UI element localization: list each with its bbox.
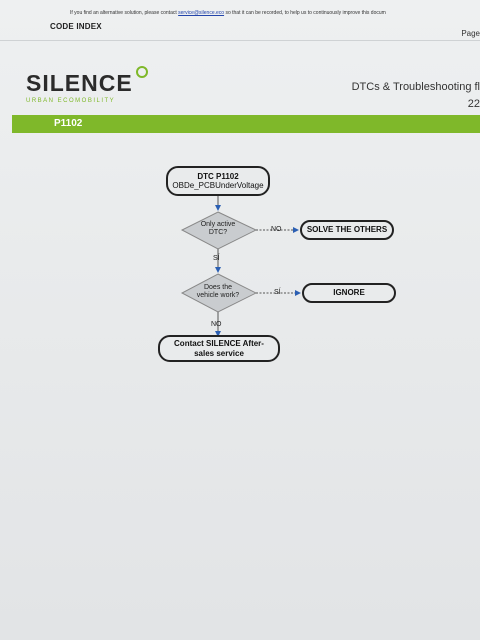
ignore-node: IGNORE — [302, 283, 396, 303]
solve-others-node: SOLVE THE OTHERS — [300, 220, 394, 240]
decision1-line2: DTC? — [208, 229, 228, 237]
support-email-link[interactable]: service@silence.eco — [178, 10, 225, 16]
decision1-line1: Only active — [200, 221, 236, 228]
decision2-line1: Does the — [203, 284, 233, 291]
edge-label-no-1: NO — [271, 226, 282, 233]
contact-line1: Contact SILENCE After- — [174, 339, 264, 349]
edge-label-no-2: NO — [211, 321, 222, 328]
solve-others-label: SOLVE THE OTHERS — [306, 225, 388, 235]
contact-notice: If you find an alternative solution, ple… — [70, 10, 386, 16]
logo-tagline: URBAN ECOMOBILITY — [26, 98, 116, 104]
page-label: Page — [461, 29, 480, 38]
contact-line2: sales service — [194, 348, 244, 358]
start-node-line1: DTC P1102 — [197, 171, 239, 181]
start-node: DTC P1102 OBDe_PCBUnderVoltage — [166, 166, 270, 196]
header-divider — [0, 40, 480, 41]
decision1-label: Only active DTC? — [186, 221, 250, 238]
document-title: DTCs & Troubleshooting fl — [351, 81, 480, 93]
decision2-label: Does the vehicle work? — [186, 284, 250, 301]
edge-label-si-2: SÍ — [274, 289, 281, 296]
code-index-heading: CODE INDEX — [50, 22, 102, 31]
ignore-label: IGNORE — [333, 288, 365, 298]
start-node-line2: OBDe_PCBUnderVoltage — [172, 181, 264, 190]
edge-label-si-1: SÍ — [213, 255, 220, 262]
notice-rest: so that it can be recorded, to help us t… — [224, 10, 386, 16]
logo-word: SILENCE — [26, 70, 133, 96]
notice-text: If you find an alternative solution, ple… — [70, 10, 179, 16]
logo-ring-icon — [136, 66, 148, 78]
section-code: P1102 — [54, 118, 83, 129]
silence-logo: SILENCE URBAN ECOMOBILITY — [26, 66, 148, 104]
document-number: 22 — [467, 98, 480, 110]
section-bar: P1102 — [12, 115, 480, 133]
contact-aftersales-node: Contact SILENCE After- sales service — [158, 335, 280, 362]
decision2-line2: vehicle work? — [196, 292, 240, 300]
